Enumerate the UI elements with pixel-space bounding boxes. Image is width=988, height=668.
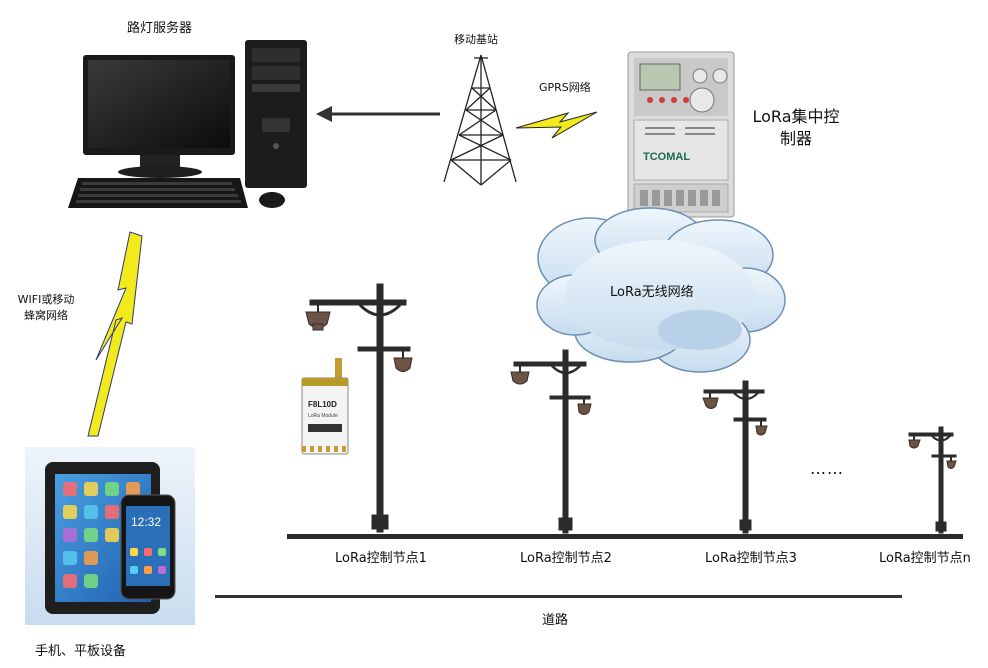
node-label-1: LoRa控制节点1 (335, 551, 427, 566)
base-station-label: 移动基站 (454, 33, 498, 46)
node-label-2: LoRa控制节点2 (520, 551, 612, 566)
street-lamp-1-icon (305, 283, 413, 533)
gprs-label: GPRS网络 (539, 81, 591, 94)
lora-network-cloud (536, 207, 786, 373)
controller-label: LoRa集中控制器 (752, 107, 840, 148)
meter-brand: TCOMAL (643, 151, 690, 163)
street-lamp-3-icon (702, 380, 768, 534)
node-label-n: LoRa控制节点n (879, 551, 971, 566)
lora-module-icon: F8L10D LoRa Module (301, 358, 349, 455)
wifi-lightning-icon (87, 231, 143, 437)
street-lamp-n-icon (908, 426, 957, 534)
mobile-devices-label: 手机、平板设备 (35, 644, 127, 659)
phone-time: 12:32 (131, 515, 161, 529)
road-label: 道路 (542, 613, 569, 628)
mobile-devices-icon: 12:32 (25, 447, 195, 625)
node-label-3: LoRa控制节点3 (705, 551, 797, 566)
street-lamp-2-icon (510, 349, 592, 534)
module-sub: LoRa Module (308, 413, 338, 419)
wifi-network-label: WIFI或移动蜂窝网络 (17, 293, 75, 322)
lora-concentrator-icon: TCOMAL (627, 51, 735, 218)
cell-tower-icon (443, 54, 517, 186)
road-line (215, 595, 902, 598)
lora-network-label: LoRa无线网络 (610, 285, 694, 300)
server-label: 路灯服务器 (127, 21, 193, 36)
gprs-lightning-icon (515, 111, 598, 139)
ellipsis-label: …… (810, 459, 844, 478)
uplink-arrow (316, 106, 440, 122)
lamp-ground-line (287, 534, 963, 539)
server-computer-icon (68, 40, 307, 208)
module-model: F8L10D (308, 400, 337, 409)
